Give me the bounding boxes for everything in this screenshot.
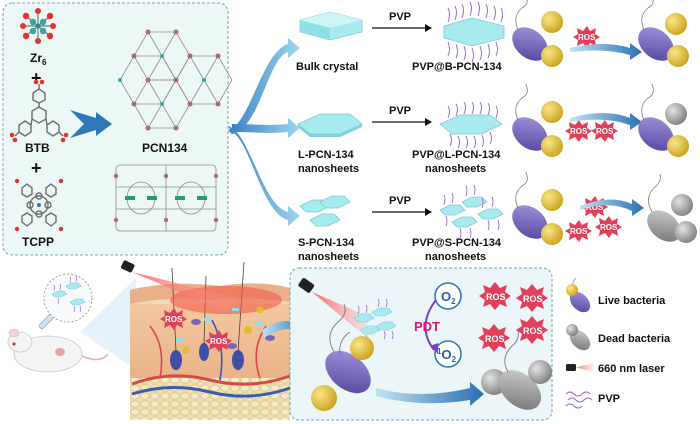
route-1-bacteria-after (638, 0, 689, 67)
skin-ros-burst-b: ROS (205, 330, 232, 352)
mechanism-bacteria-after (481, 329, 552, 410)
mechanism-laser-icon (298, 278, 372, 332)
plus-sign-2: + (31, 158, 42, 178)
bulk-crystal-icon (299, 11, 363, 41)
route-2-bacteria-after (638, 83, 689, 157)
legend-pvp-label: PVP (598, 393, 620, 405)
zoom-cone (80, 278, 136, 370)
legend-live-label: Live bacteria (598, 295, 666, 307)
mechanism-ros-label-2: ROS (523, 294, 543, 304)
route-2-effect-arrow (570, 113, 642, 130)
route-2: L-PCN-134 nanosheets PVP PVP@L-PCN-134 n… (297, 83, 689, 175)
route-2-bacteria-before (512, 83, 563, 157)
route-2-product-label-2: nanosheets (425, 163, 486, 175)
plus-sign-1: + (31, 68, 42, 88)
singlet-oxygen-circle (434, 340, 462, 368)
route-1-reagent-arrow (372, 24, 432, 32)
legend-dead-label: Dead bacteria (598, 333, 671, 345)
route-2-start-label-2: nanosheets (298, 163, 359, 175)
route-2-ros-label-2: ROS (596, 127, 614, 136)
zr6-subscript: 6 (42, 58, 47, 67)
pdt-label: PDT (414, 319, 440, 334)
synthesis-arrow (70, 110, 112, 138)
pcn134-framework-top-icon (118, 29, 233, 131)
tcpp-molecule-icon (14, 178, 64, 232)
btb-molecule-icon (9, 79, 69, 143)
tcpp-label: TCPP (22, 235, 54, 249)
route-2-ros-label-1: ROS (570, 127, 588, 136)
singlet-oxygen-subscript: 2 (452, 355, 457, 364)
mechanism-ros-bursts: ROS ROS ROS ROS (478, 282, 548, 352)
pcn134-label: PCN134 (142, 141, 188, 155)
mechanism-effect-arrow (376, 382, 484, 406)
route-1-start-label: Bulk crystal (296, 61, 358, 73)
zr6-cluster-icon (20, 8, 56, 44)
legend-laser-label: 660 nm laser (598, 363, 665, 375)
synthesis-panel (2, 2, 229, 256)
route-3-bacteria-before (512, 171, 563, 245)
oxygen-label: O (441, 289, 451, 304)
legend-pvp: PVP (565, 391, 620, 409)
btb-label: BTB (25, 141, 50, 155)
route-3-product-label-2: nanosheets (425, 251, 486, 263)
skin-laser-icon (121, 260, 238, 312)
legend: Live bacteria Dead bacteria 660 nm laser… (565, 277, 671, 409)
legend-live-bacteria: Live bacteria (566, 277, 666, 313)
route-1-ros-label-1: ROS (578, 33, 596, 42)
route-1-product-icon (443, 1, 505, 63)
route-2-ros-bursts: ROS ROS (565, 120, 618, 142)
mechanism-ros-label-3: ROS (485, 334, 505, 344)
svg-text:O2: O2 (441, 289, 456, 306)
svg-text:1O2: 1O2 (437, 347, 457, 364)
route-3-bacteria-after (647, 173, 697, 243)
route-3-reagent-arrow (372, 208, 432, 216)
pdt-cycle: O2 1O2 PDT (414, 282, 462, 368)
route-3-effect-arrow (580, 199, 644, 216)
route-2-reagent-label: PVP (389, 105, 411, 117)
singlet-superscript: 1 (437, 347, 442, 356)
skin-ros-label-b: ROS (210, 337, 228, 346)
zr6-label: Zr (30, 51, 42, 65)
route-1-effect-arrow (570, 43, 642, 60)
route-3-start-label-1: S-PCN-134 (298, 237, 355, 249)
route-3-reagent-label: PVP (389, 195, 411, 207)
oxygen-subscript: 2 (451, 297, 456, 306)
route-1-bacteria-before (512, 0, 563, 67)
mechanism-ros-label-4: ROS (523, 326, 543, 336)
route-2-product-icon (439, 101, 503, 149)
mechanism-bacteria-before (311, 303, 374, 411)
route-fan-arrows (228, 38, 300, 226)
s-nanosheet-icon (299, 195, 351, 227)
skin-ros-label-a: ROS (165, 315, 183, 324)
route-3-ros-label-1: ROS (586, 203, 604, 212)
l-nanosheet-icon (297, 113, 363, 137)
route-1-product-label: PVP@B-PCN-134 (412, 61, 502, 73)
route-1-ros-burst: ROS (573, 26, 600, 48)
route-3-start-label-2: nanosheets (298, 251, 359, 263)
route-2-reagent-arrow (372, 118, 432, 126)
route-2-start-label-1: L-PCN-134 (298, 149, 355, 161)
pcn134-framework-side-icon (113, 164, 219, 232)
skin-ros-burst-a: ROS (160, 308, 187, 330)
route-1: Bulk crystal PVP PVP@B-PCN-134 ROS (296, 0, 689, 73)
nanosheet-zoom-icon (43, 273, 93, 323)
route-3-product-label-1: PVP@S-PCN-134 (412, 237, 502, 249)
route-3-product-icon (439, 184, 504, 239)
route-3-ros-label-3: ROS (600, 223, 618, 232)
route-3-ros-bursts: ROS ROS ROS (565, 196, 622, 242)
oxygen-circle (434, 282, 462, 310)
mechanism-ros-label-1: ROS (486, 292, 506, 302)
route-3: S-PCN-134 nanosheets PVP PVP@S-PCN-134 n… (298, 171, 697, 263)
route-2-product-label-1: PVP@L-PCN-134 (412, 149, 501, 161)
legend-dead-bacteria: Dead bacteria (566, 324, 671, 351)
legend-laser: 660 nm laser (566, 363, 665, 375)
route-1-reagent-label: PVP (389, 11, 411, 23)
svg-text:Zr6: Zr6 (30, 51, 47, 67)
singlet-oxygen-label: O (441, 347, 451, 362)
mechanism-nanosheets-icon (353, 298, 397, 344)
route-3-ros-label-2: ROS (570, 227, 588, 236)
